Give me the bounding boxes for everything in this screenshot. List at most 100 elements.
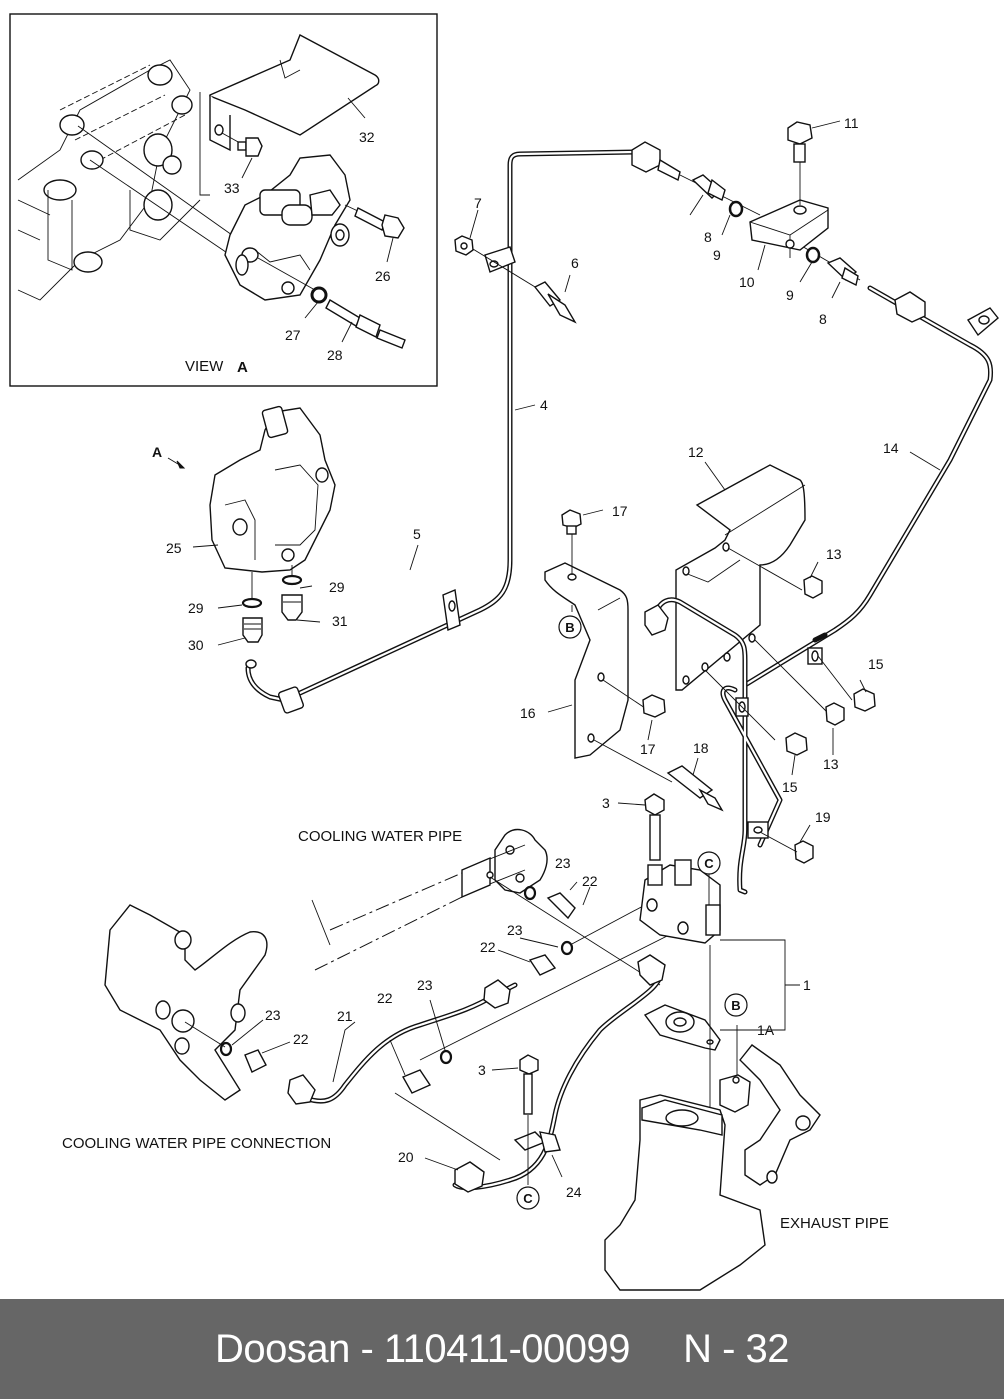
footer-gap [630, 1327, 683, 1372]
footer-page-code: N - 32 [683, 1326, 790, 1371]
parts-diagram: 32 33 26 27 28 VIEW A [9, 13, 999, 1291]
callout-9-bottom: 9 [786, 287, 794, 303]
caption-exhaust-pipe: EXHAUST PIPE [780, 1215, 889, 1232]
callout-17-bottom: 17 [640, 741, 656, 757]
pipe-4 [245, 141, 681, 714]
small-fasteners [561, 509, 876, 864]
callout-31: 31 [332, 613, 348, 629]
valve-body-inset [224, 154, 351, 301]
connector-block-assembly [679, 121, 861, 287]
marker-c-pipe-label: C [523, 1191, 533, 1206]
callout-10: 10 [739, 274, 755, 290]
valve-25 [209, 405, 336, 598]
callout-13-bottom: 13 [823, 756, 839, 772]
callout-23-top: 23 [555, 855, 571, 871]
reference-markers: B B C C [516, 615, 748, 1210]
engine-bracket-drawing [17, 59, 201, 301]
fitting-20 [454, 1161, 485, 1193]
callout-17-top: 17 [612, 503, 628, 519]
callout-6: 6 [571, 255, 579, 271]
callout-22-mid: 22 [480, 939, 496, 955]
callout-13-top: 13 [826, 546, 842, 562]
stud-28 [325, 299, 406, 349]
pipe-24 [452, 954, 666, 1193]
callout-25: 25 [166, 540, 182, 556]
callout-32: 32 [359, 129, 375, 145]
washer-29-left [241, 597, 263, 609]
callout-18: 18 [693, 740, 709, 756]
callout-12: 12 [688, 444, 704, 460]
plug-31 [281, 594, 303, 621]
bolt-26 [344, 204, 405, 239]
callout-21: 21 [337, 1008, 353, 1024]
callout-23-left: 23 [265, 1007, 281, 1023]
nut-7 [454, 235, 474, 256]
pipe-14 [742, 285, 999, 688]
cooling-connection-casting [104, 904, 268, 1101]
inset-caption-view: VIEW [185, 358, 224, 375]
pipe-fittings [219, 876, 686, 1094]
callout-15-bottom: 15 [782, 779, 798, 795]
bolt-33 [221, 132, 263, 157]
bracket-12 [675, 464, 806, 691]
inset-view-a: 32 33 26 27 28 VIEW A [9, 13, 438, 387]
callout-11: 11 [844, 115, 859, 131]
inset-callouts: 32 33 26 27 28 [224, 97, 394, 363]
valve-fittings [241, 574, 303, 643]
callout-1a: 1A [757, 1022, 775, 1038]
callout-labels: 11 7 6 8 9 10 9 8 4 12 14 13 5 17 25 29 … [166, 115, 941, 1200]
marker-c-valve-label: C [704, 856, 714, 871]
callout-15-right: 15 [868, 656, 884, 672]
marker-b-exhaust [724, 993, 748, 1017]
callout-22-top: 22 [582, 873, 598, 889]
callout-22-lower: 22 [377, 990, 393, 1006]
bolt-17-lower [642, 694, 666, 718]
callout-20: 20 [398, 1149, 414, 1165]
callout-26: 26 [375, 268, 391, 284]
callout-5: 5 [413, 526, 421, 542]
callout-4: 4 [540, 397, 548, 413]
caption-cooling-water-pipe-connection: COOLING WATER PIPE CONNECTION [62, 1135, 331, 1152]
view-a-pointer: A [152, 444, 186, 469]
bolt-15-right [853, 688, 876, 712]
callout-8-top: 8 [704, 229, 712, 245]
footer-part-number: 110411-00099 [383, 1326, 631, 1371]
nut-13-upper [803, 575, 823, 599]
callout-23-mid: 23 [507, 922, 523, 938]
callout-19: 19 [815, 809, 831, 825]
callout-3-upper: 3 [602, 795, 610, 811]
bolt-15-lower [785, 732, 808, 756]
callout-3-lower: 3 [478, 1062, 486, 1078]
callout-1: 1 [803, 977, 811, 993]
caption-cooling-water-pipe: COOLING WATER PIPE [298, 828, 462, 845]
cover-plate-32 [209, 34, 380, 152]
washer-29-right [281, 574, 303, 586]
bolt-3-lower [519, 1054, 539, 1185]
footer-brand: Doosan [214, 1326, 350, 1371]
washer-27 [257, 257, 328, 304]
bracket-16 [544, 530, 629, 759]
callout-22-left: 22 [293, 1031, 309, 1047]
callout-23-lower: 23 [417, 977, 433, 993]
washer-9-top [728, 200, 744, 218]
callout-29-left: 29 [188, 600, 204, 616]
callout-29-right: 29 [329, 579, 345, 595]
marker-c-pipe [516, 1186, 540, 1210]
marker-b-bracket-label: B [565, 620, 574, 635]
stud-6 [467, 245, 577, 324]
callout-8-bottom: 8 [819, 311, 827, 327]
washer-9-bottom [805, 246, 821, 264]
exhaust-pipe-drawing [604, 1025, 821, 1291]
inset-caption-letter: A [237, 359, 248, 376]
marker-b-bracket [558, 615, 582, 639]
nut-19 [794, 840, 814, 864]
gasket-1a [643, 945, 721, 1110]
footer-bar: Doosan - 110411-00099 N - 32 [0, 1299, 1004, 1399]
pipe-loop [644, 597, 783, 895]
fitting-30 [242, 617, 263, 643]
callout-28: 28 [327, 347, 343, 363]
cooling-water-pipe-drawing [311, 828, 548, 971]
footer-separator: - [349, 1326, 384, 1371]
pipe-21 [287, 979, 518, 1105]
callout-24: 24 [566, 1184, 582, 1200]
